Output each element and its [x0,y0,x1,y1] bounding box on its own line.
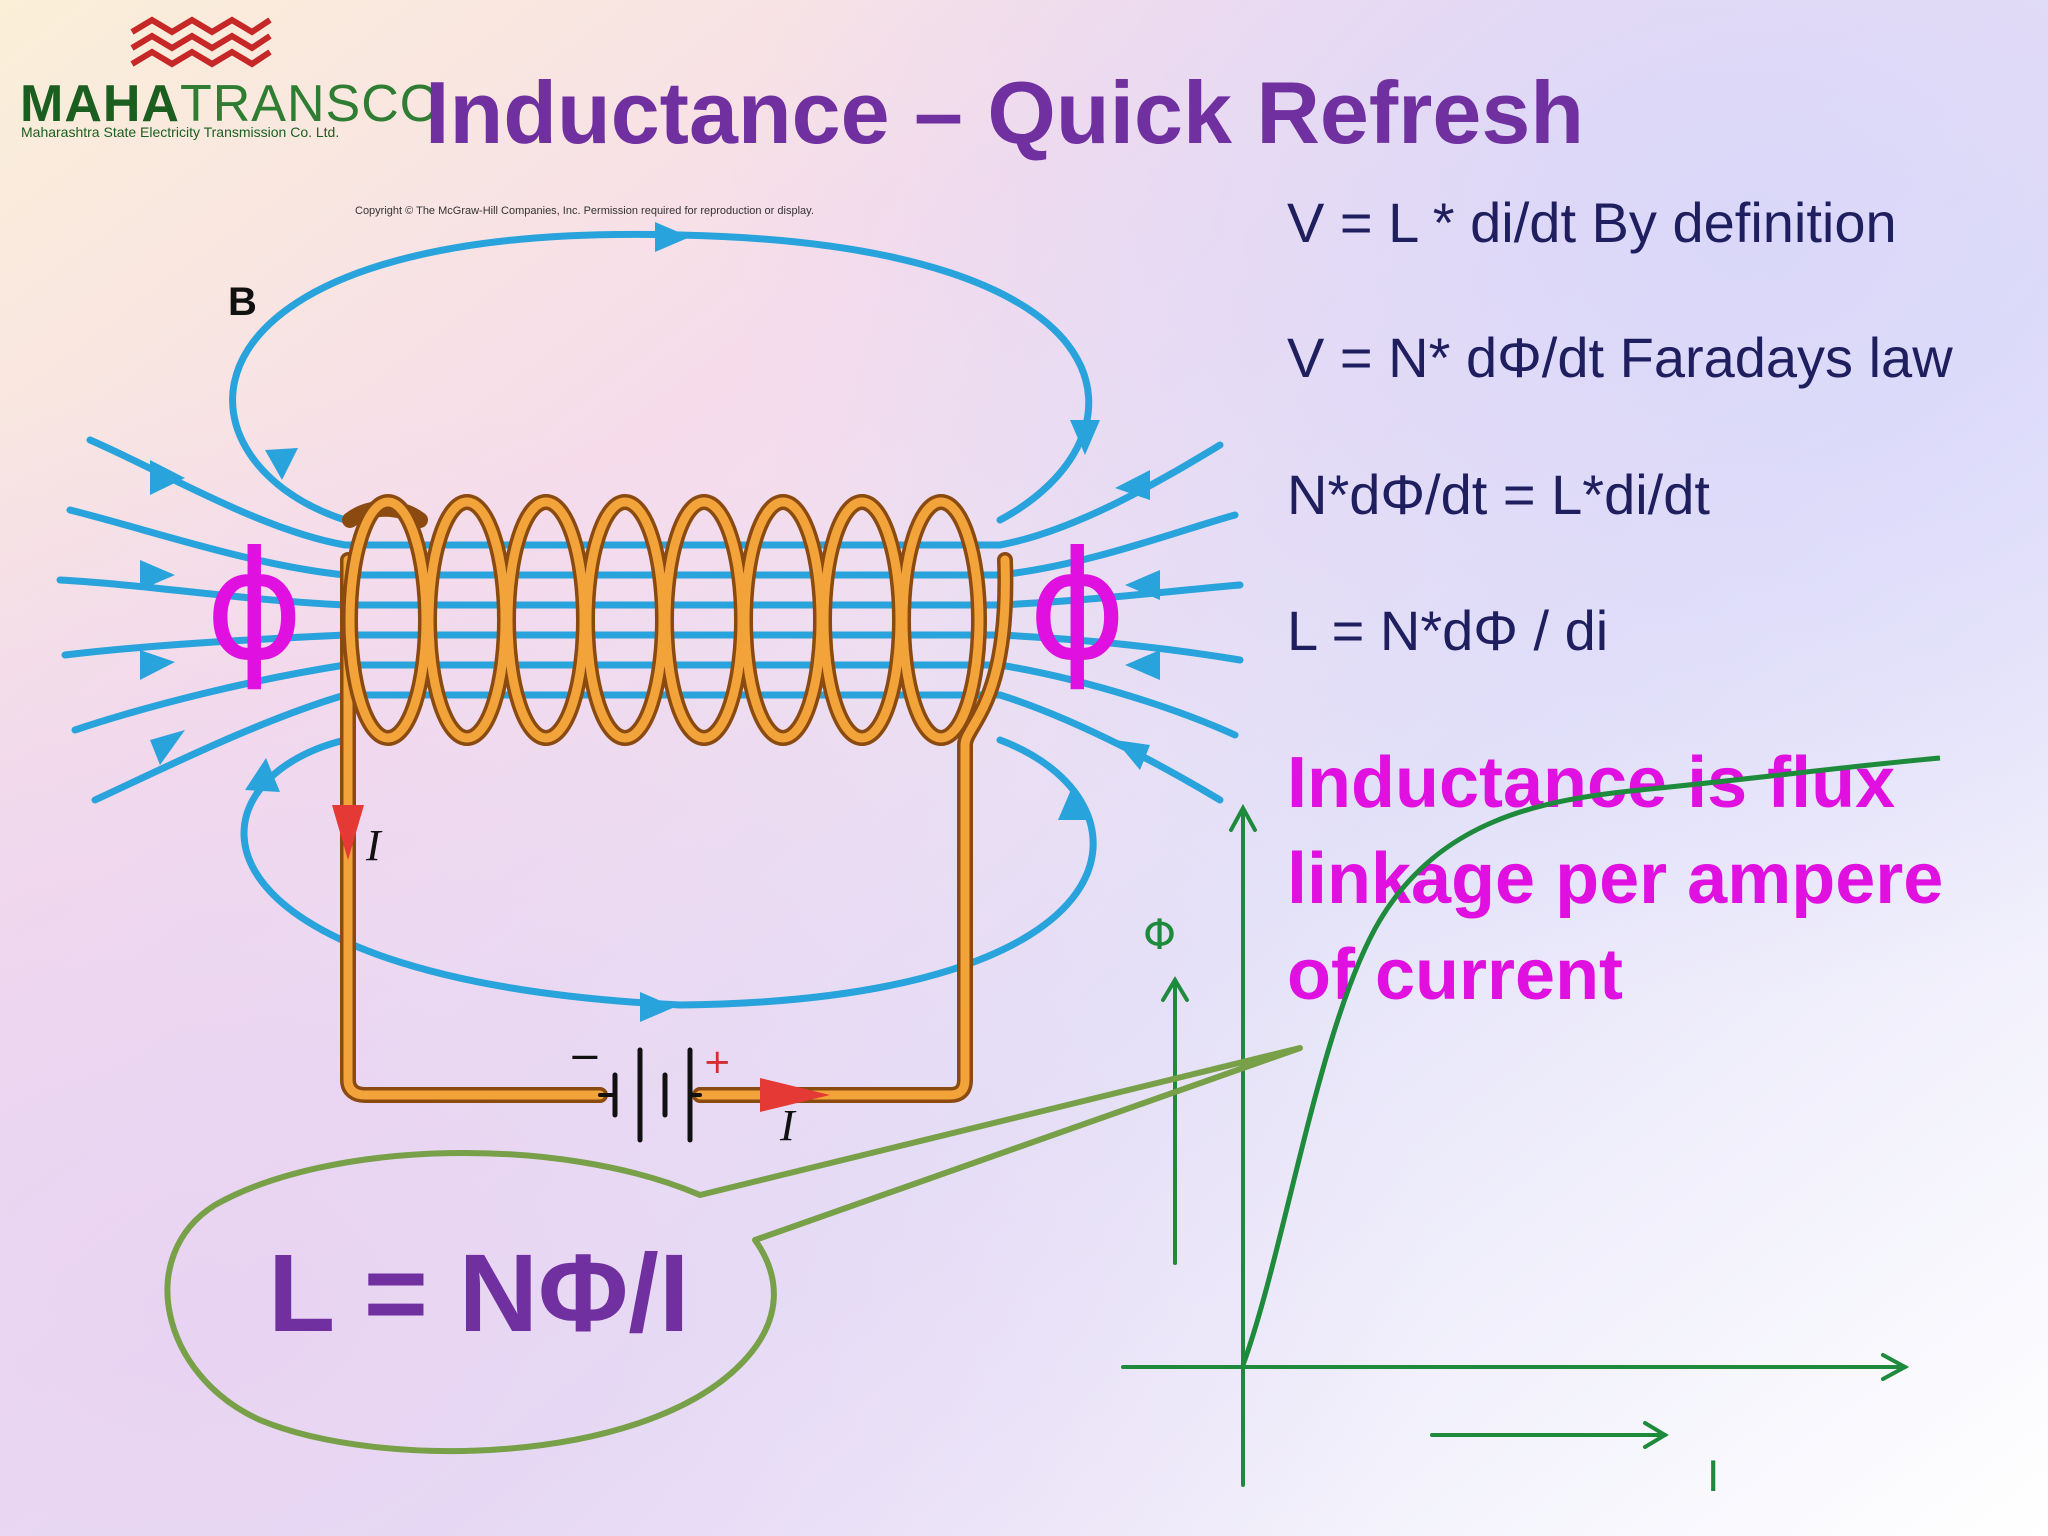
current-arrow-down-icon [332,805,364,860]
statement-line-1: Inductance is flux [1287,743,1896,823]
battery-plus-sign: + [703,1042,732,1082]
callout-bubble [164,1045,1303,1454]
logo-wordmark: MAHATRANSCO [20,75,442,133]
statement-line-2: linkage per ampere [1287,839,1944,919]
figure-copyright: Copyright © The McGraw-Hill Companies, I… [355,205,814,217]
current-label-coil: I [366,821,381,870]
slide-title: Inductance – Quick Refresh [425,63,1585,162]
flux-symbol-right: ϕ [1028,520,1127,694]
logo-waves-icon [130,16,272,68]
field-direction-arrows [140,222,1160,1022]
graph-y-label: Φ [1143,910,1177,959]
equation-inductance: L = N*dΦ / di [1287,599,1609,662]
panel-label-b: B [228,280,257,324]
solenoid-coil [340,494,1014,1103]
inductance-statement: Inductance is flux linkage per ampere of… [1287,735,1943,1023]
equation-definition: V = L * di/dt By definition [1287,191,1897,254]
equation-faraday: V = N* dΦ/dt Faradays law [1287,326,1953,389]
battery-minus-sign: − [568,1034,602,1080]
callout-formula: L = NΦ/I [268,1232,690,1355]
logo-subtitle: Maharashtra State Electricity Transmissi… [21,124,340,140]
equation-equate: N*dΦ/dt = L*di/dt [1287,463,1710,526]
graph-x-label: I [1707,1452,1720,1501]
current-label-wire: I [780,1101,795,1150]
flux-symbol-left: ϕ [205,520,304,694]
flux-vs-current-curve [1240,755,1941,1366]
battery-icon [598,1047,702,1143]
solenoid-diagram: − + [56,222,1244,1143]
current-arrow-right-icon [760,1078,830,1112]
